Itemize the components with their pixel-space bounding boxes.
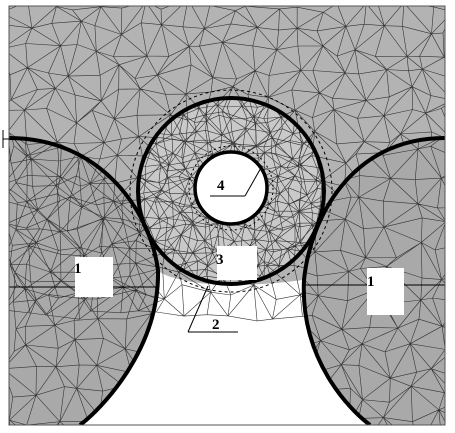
- label-box-right: [367, 268, 404, 315]
- label-1-left: 1: [74, 261, 82, 277]
- inner-hole-boundary: [193, 150, 269, 226]
- dashed-guide-circle: [129, 89, 333, 293]
- label-4: 4: [217, 178, 225, 194]
- label-3: 3: [216, 252, 224, 268]
- leader-4-diagonal: [244, 165, 263, 197]
- label-box-center: [217, 246, 257, 280]
- right-inclusion-boundary: [301, 136, 445, 425]
- inner-hole-fill: [195, 152, 267, 224]
- leader-2-diagonal: [187, 285, 209, 333]
- ring-outer-boundary: [136, 96, 326, 286]
- label-1-right: 1: [367, 274, 375, 290]
- label-2: 2: [212, 317, 220, 333]
- void-region: [80, 270, 370, 425]
- label-box-left: [75, 257, 113, 297]
- dashed-inner-circle: [188, 145, 274, 231]
- frame-border: [8, 5, 446, 426]
- left-inclusion-boundary: [9, 136, 161, 425]
